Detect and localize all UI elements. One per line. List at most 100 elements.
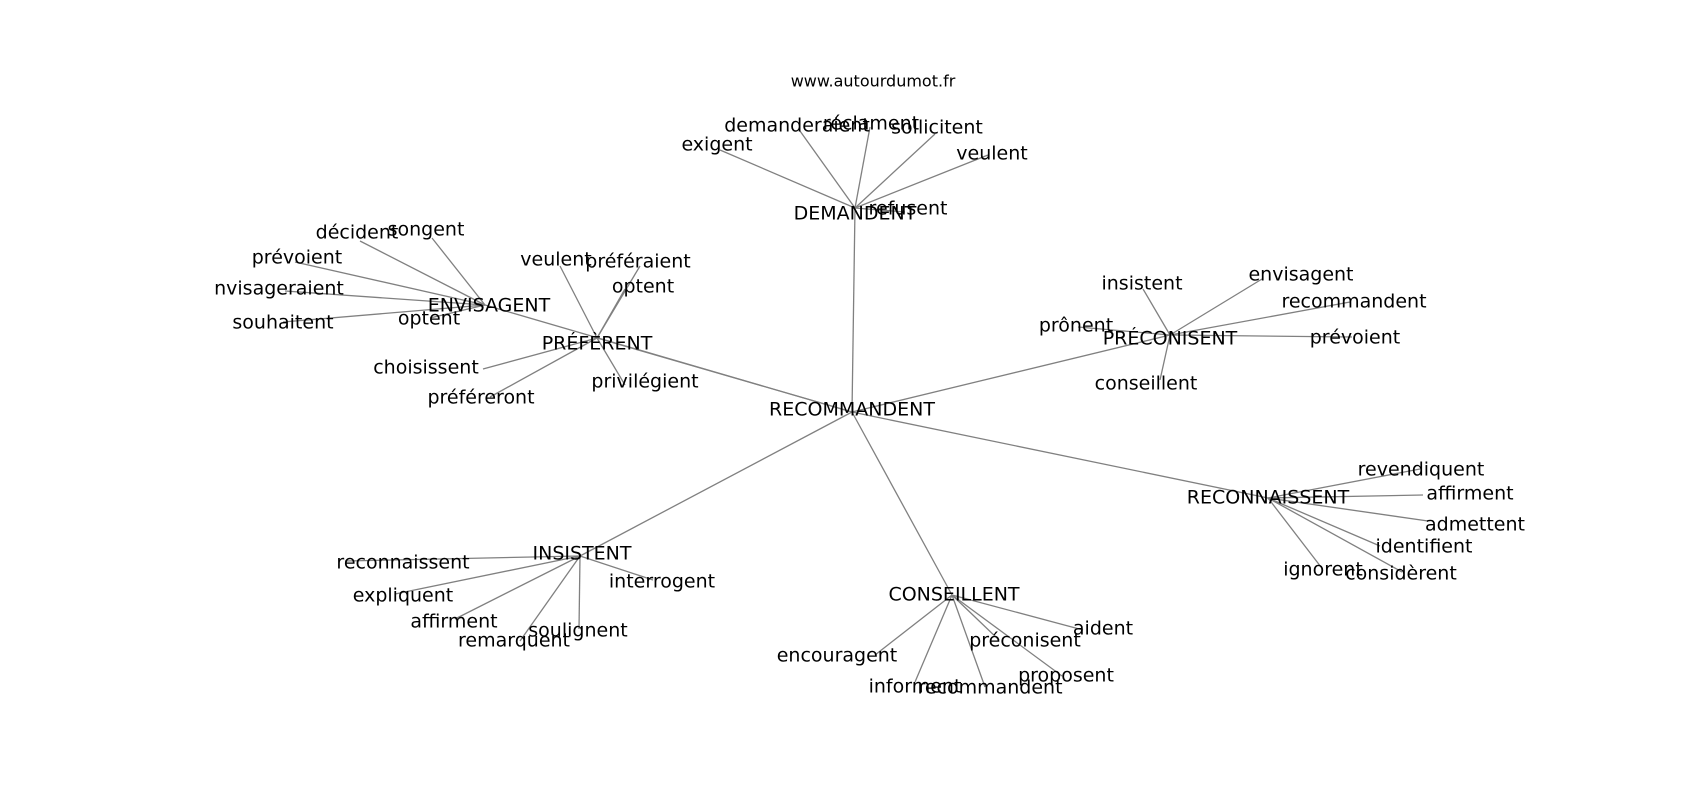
word-node-veulent: veulent xyxy=(520,249,591,271)
word-node-expliquent: expliquent xyxy=(353,585,454,607)
word-node-conseillent: conseillent xyxy=(1095,373,1198,395)
word-node-sollicitent: sollicitent xyxy=(891,117,983,139)
edge-preconisent-to-envisagent xyxy=(1169,278,1263,336)
word-node-encouragent: encouragent xyxy=(777,645,898,667)
edge-reconnaissent-to-affirment xyxy=(1267,494,1424,499)
hub-node-preferent: PRÉFÈRENT xyxy=(542,332,653,355)
word-node-demanderaient: demanderaient xyxy=(724,115,870,137)
word-node-proposent: proposent xyxy=(1018,665,1114,687)
word-node-souhaitent: souhaitent xyxy=(232,312,333,334)
edge-conseillent-to-informent xyxy=(914,594,953,683)
word-node-recommandent: recommandent xyxy=(917,677,1062,699)
edge-envisagent-to-prevoient xyxy=(294,261,486,306)
hub-node-demandent: DEMANDENT xyxy=(794,203,917,225)
edge-demandent-to-veulent xyxy=(854,154,989,209)
edge-preconisent-to-recommandent xyxy=(1169,301,1351,336)
word-node-envisagent: envisagent xyxy=(1248,264,1353,286)
edge-preferent-to-veulent xyxy=(559,265,598,339)
word-node-identifient: identifient xyxy=(1376,536,1473,558)
edge-envisagent-to-souhaitent xyxy=(282,304,486,323)
edge-preconisent-to-prevoient xyxy=(1169,334,1353,338)
edge-insistent-to-interrogent xyxy=(579,555,654,581)
edge-preferent-to-choisissent xyxy=(482,337,598,370)
center-word-node: RECOMMANDENT xyxy=(769,399,935,421)
edge-envisagent-to-decident xyxy=(359,240,486,306)
edge-preconisent-to-insistent xyxy=(1142,288,1171,336)
word-node-prevoient: prévoient xyxy=(252,247,342,269)
edge-envisagent-to-songent xyxy=(431,237,486,306)
edge-conseillent-to-proposent xyxy=(951,594,1063,677)
edge-center-to-demandent xyxy=(851,207,856,413)
edge-center-to-reconnaissent xyxy=(851,411,1269,499)
hub-node-envisagent: ENVISAGENT xyxy=(428,295,551,317)
edge-insistent-to-affirment xyxy=(454,555,581,620)
word-node-refusent: refusent xyxy=(869,198,948,220)
edge-preferent-to-optent xyxy=(596,288,626,339)
word-node-prefereront: préféreront xyxy=(427,387,534,409)
edge-preferent-to-prefereront xyxy=(489,337,598,398)
word-node-optent: optent xyxy=(398,308,460,330)
edge-insistent-to-reconnaissent xyxy=(344,555,581,562)
word-node-decident: décident xyxy=(316,222,399,244)
hub-node-reconnaissent: RECONNAISSENT xyxy=(1187,487,1350,509)
edge-insistent-to-remarquent xyxy=(519,555,581,642)
word-node-preconisent: préconisent xyxy=(969,630,1081,652)
edge-reconnaissent-to-identifient xyxy=(1267,497,1381,547)
word-node-optent: optent xyxy=(612,276,674,298)
word-node-recommandent: recommandent xyxy=(1281,291,1426,313)
edge-conseillent-to-aident xyxy=(951,594,1084,631)
word-node-remarquent: remarquent xyxy=(458,630,570,652)
word-node-interrogent: interrogent xyxy=(609,571,715,593)
word-node-insistent: insistent xyxy=(1101,273,1182,295)
edge-conseillent-to-preconisent xyxy=(951,594,1000,641)
edge-preconisent-to-pronent xyxy=(1077,326,1171,336)
word-node-prevoient: prévoient xyxy=(1310,327,1400,349)
edge-demandent-to-reclament xyxy=(854,126,871,209)
edge-reconnaissent-to-considerent xyxy=(1267,497,1403,573)
word-node-reconnaissent: reconnaissent xyxy=(336,552,469,574)
edge-insistent-to-expliquent xyxy=(394,555,581,595)
edge-envisagent-to-nvisageraient xyxy=(284,290,486,306)
site-url: www.autourdumot.fr xyxy=(791,72,956,91)
word-node-privilegient: privilégient xyxy=(591,371,698,393)
word-node-admettent: admettent xyxy=(1425,514,1525,536)
edge-insistent-to-soulignent xyxy=(578,555,581,630)
hub-node-preconisent: PRÉCONISENT xyxy=(1103,327,1238,350)
edge-center-to-envisagent xyxy=(484,304,853,413)
word-node-affirment: affirment xyxy=(410,611,497,633)
word-node-informent: informent xyxy=(869,676,962,698)
word-node-affirment: affirment xyxy=(1426,483,1513,505)
graph-labels: www.autourdumot.fr RECOMMANDENT DEMANDENT… xyxy=(214,72,1525,699)
word-node-revendiquent: revendiquent xyxy=(1358,459,1485,481)
edge-demandent-to-demanderaient xyxy=(799,130,856,209)
edge-center-to-preconisent xyxy=(851,334,1171,413)
edge-envisagent-to-optent xyxy=(429,304,486,319)
word-node-songent: songent xyxy=(388,219,465,241)
graph-edges xyxy=(282,126,1429,688)
edge-center-to-insistent xyxy=(579,411,853,557)
word-node-exigent: exigent xyxy=(681,134,752,156)
word-node-choisissent: choisissent xyxy=(373,357,479,379)
word-node-soulignent: soulignent xyxy=(528,620,627,642)
edge-demandent-to-sollicitent xyxy=(854,133,936,209)
edge-conseillent-to-encouragent xyxy=(874,594,953,656)
edge-reconnaissent-to-revendiquent xyxy=(1267,468,1421,499)
edge-preconisent-to-conseillent xyxy=(1159,334,1171,381)
edge-conseillent-to-recommandent xyxy=(951,594,986,688)
edge-center-to-conseillent xyxy=(851,411,953,596)
word-node-nvisageraient: nvisageraient xyxy=(214,278,344,300)
edge-preferent-to-privilegient xyxy=(596,337,626,386)
hub-node-insistent: INSISTENT xyxy=(533,543,632,565)
edge-reconnaissent-to-ignorent xyxy=(1267,497,1322,568)
word-node-pronent: prônent xyxy=(1039,315,1113,337)
edge-reconnaissent-to-admettent xyxy=(1267,497,1429,522)
hub-node-conseillent: CONSEILLENT xyxy=(888,584,1019,606)
word-node-reclament: réclament xyxy=(823,113,919,135)
word-node-veulent: veulent xyxy=(956,143,1027,165)
word-node-ignorent: ignorent xyxy=(1283,559,1363,581)
word-node-aident: aident xyxy=(1073,618,1133,640)
edge-demandent-to-exigent xyxy=(719,149,856,209)
word-node-preferaient: préféraient xyxy=(585,251,690,273)
edge-demandent-to-refusent xyxy=(854,207,906,213)
